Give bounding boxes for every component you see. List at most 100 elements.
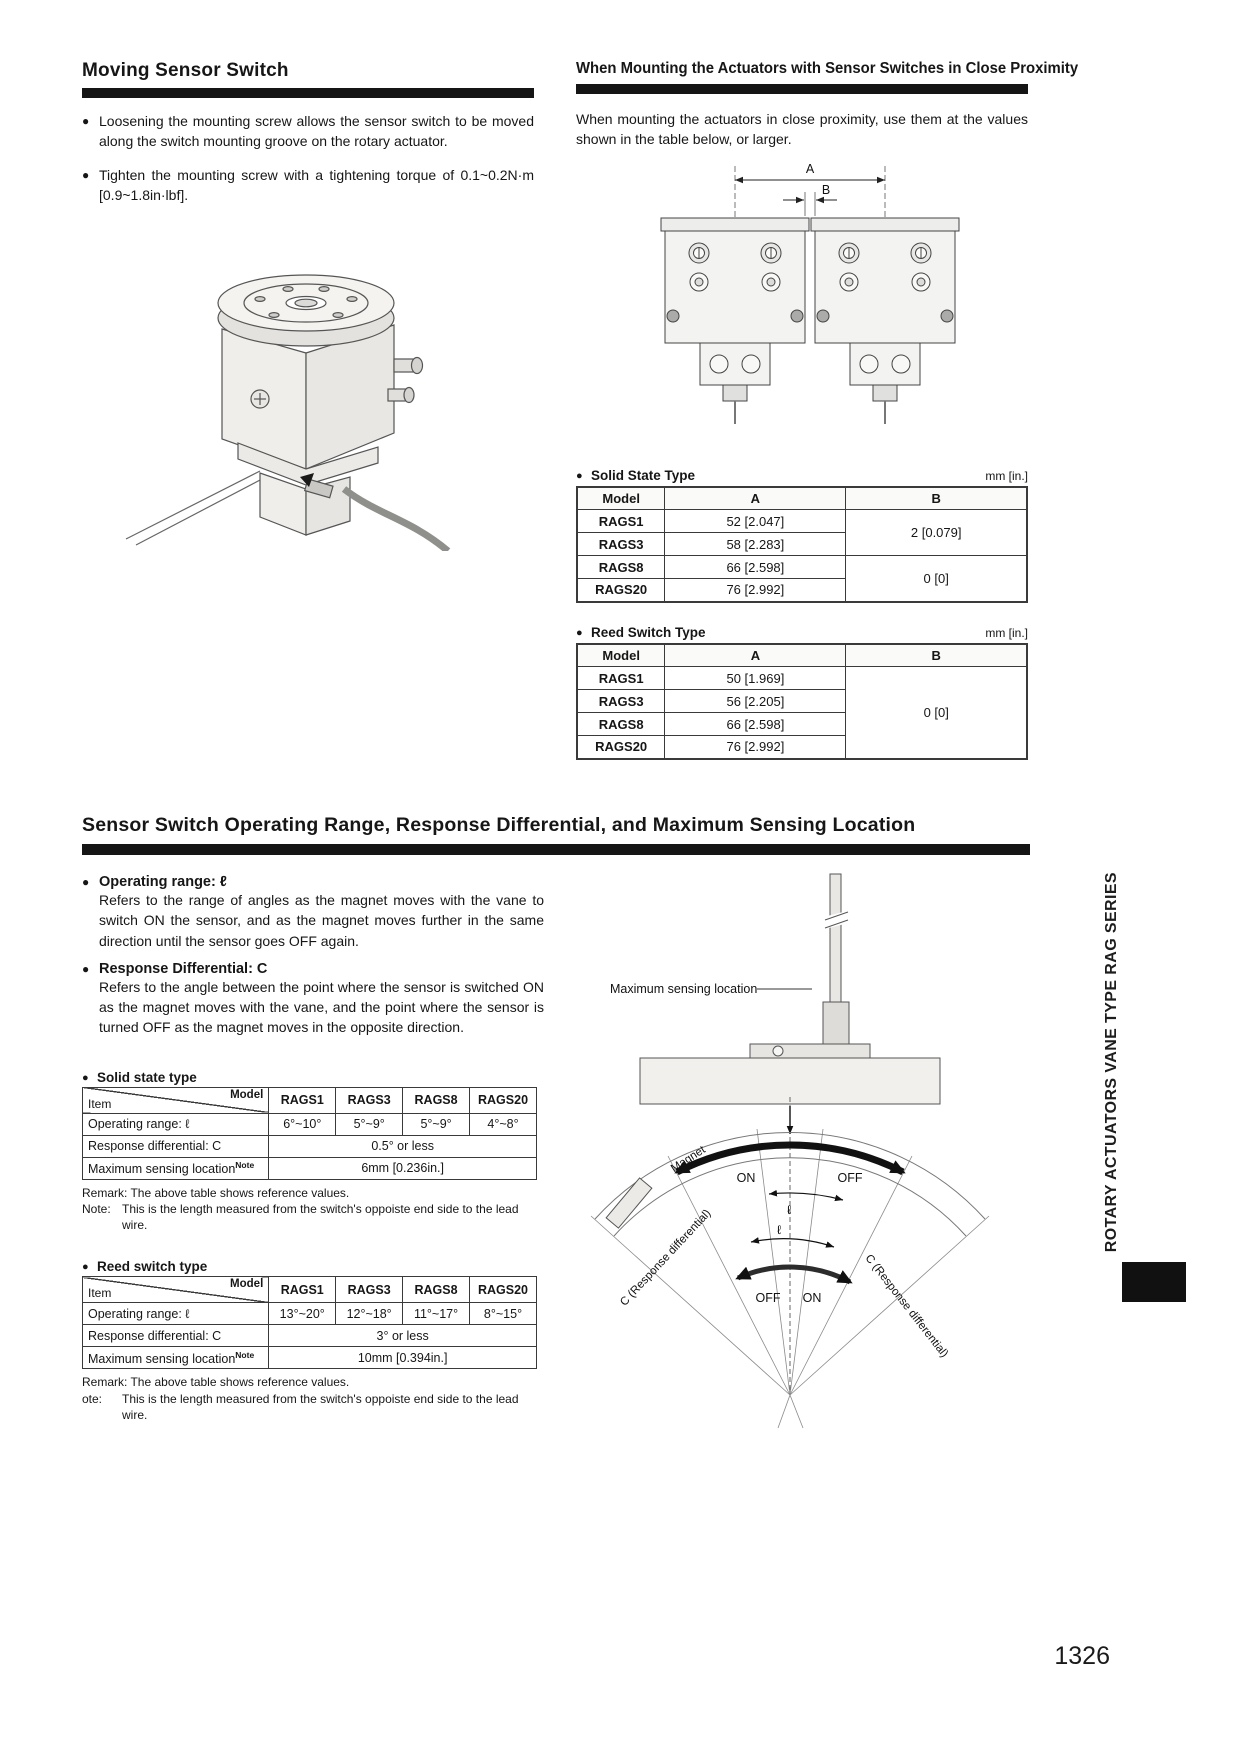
row-label: Response differential: C bbox=[81, 1324, 270, 1348]
col-a: A bbox=[664, 643, 847, 668]
model-col: RAGS8 bbox=[402, 1276, 470, 1304]
moving-sensor-title: Moving Sensor Switch bbox=[82, 60, 289, 81]
model-cell: RAGS3 bbox=[576, 532, 666, 557]
sensing-section-header: Sensor Switch Operating Range, Response … bbox=[82, 814, 1030, 855]
solid-state-table-head: ● Solid State Type mm [in.] bbox=[576, 468, 1028, 483]
table-row: RAGS1 52 [2.047] 2 [0.079] bbox=[576, 509, 1028, 557]
table-row: Maximum sensing locationNote 6mm [0.236i… bbox=[81, 1156, 537, 1180]
note-label: Note: bbox=[82, 1201, 111, 1216]
model-cell: RAGS1 bbox=[576, 509, 666, 534]
operating-range-text: Refers to the range of angles as the mag… bbox=[99, 892, 544, 949]
model-col: RAGS1 bbox=[268, 1086, 337, 1114]
bullet-icon: ● bbox=[82, 167, 90, 182]
reed-table-head: ● Reed Switch Type mm [in.] bbox=[576, 625, 1028, 640]
a-cell: 52 [2.047] bbox=[664, 509, 847, 534]
col-b: B bbox=[845, 643, 1028, 668]
remark-text: Remark: The above table shows reference … bbox=[82, 1185, 350, 1200]
solid-state-type-label: ● Solid State Type bbox=[576, 467, 696, 483]
close-proximity-title: When Mounting the Actuators with Sensor … bbox=[576, 60, 1079, 77]
solid-state-spec-table: Model Item RAGS1 RAGS3 RAGS8 RAGS20 Oper… bbox=[81, 1086, 537, 1180]
on-bottom-label: ON bbox=[803, 1291, 822, 1305]
moving-bullet-2-text: Tighten the mounting screw with a tighte… bbox=[99, 166, 534, 203]
row-label: Operating range: ℓ bbox=[81, 1302, 270, 1326]
a-cell: 50 [1.969] bbox=[664, 666, 847, 691]
table-header-row: Model Item RAGS1 RAGS3 RAGS8 RAGS20 bbox=[81, 1086, 537, 1114]
table-row: RAGS8 66 [2.598] 0 [0] bbox=[576, 555, 1028, 603]
response-differential-head: ● Response Differential: C bbox=[82, 960, 268, 977]
value-cell: 4°~8° bbox=[469, 1112, 537, 1136]
rotary-actuator-illustration bbox=[125, 274, 451, 552]
sensing-location-diagram: Maximum sensing location Magnet ON OFF bbox=[590, 873, 990, 1429]
table-row: Response differential: C 0.5° or less bbox=[81, 1134, 537, 1158]
bullet-icon: ● bbox=[82, 875, 90, 889]
row-label: Maximum sensing locationNote bbox=[81, 1346, 270, 1370]
bullet-icon: ● bbox=[576, 469, 583, 482]
unit-label: mm [in.] bbox=[985, 468, 1028, 483]
note-superscript: Note bbox=[235, 1349, 255, 1360]
model-col: RAGS3 bbox=[335, 1276, 404, 1304]
value-cell: 10mm [0.394in.] bbox=[268, 1346, 537, 1370]
section-tab bbox=[1122, 1262, 1186, 1302]
model-cell: RAGS8 bbox=[576, 712, 666, 737]
solid-state-dimension-table: Model A B RAGS1 52 [2.047] 2 [0.079] RAG… bbox=[576, 485, 1028, 603]
value-cell: 12°~18° bbox=[335, 1302, 404, 1326]
value-cell: 5°~9° bbox=[402, 1112, 471, 1136]
bullet-icon: ● bbox=[82, 1071, 89, 1084]
col-b: B bbox=[845, 486, 1028, 511]
bullet-icon: ● bbox=[82, 114, 90, 128]
note-text: This is the length measured from the swi… bbox=[122, 1391, 519, 1422]
table-row: RAGS1 50 [1.969] 0 [0] bbox=[576, 666, 1028, 760]
sensing-section-title: Sensor Switch Operating Range, Response … bbox=[82, 814, 916, 836]
b-cell: 2 [0.079] bbox=[845, 509, 1028, 557]
heading-rule bbox=[576, 84, 1028, 94]
item-model-header: Model Item bbox=[81, 1276, 270, 1304]
reed-switch-type-label: ● Reed Switch Type bbox=[576, 624, 706, 640]
b-cell: 0 [0] bbox=[845, 666, 1028, 760]
a-cell: 76 [2.992] bbox=[664, 735, 847, 760]
table-row: Operating range: ℓ 13°~20° 12°~18° 11°~1… bbox=[81, 1302, 537, 1326]
table-row: RAGS20 76 [2.992] bbox=[576, 735, 1027, 760]
col-model: Model bbox=[576, 643, 666, 668]
on-top-label: ON bbox=[737, 1171, 756, 1185]
moving-bullet-2: ● Tighten the mounting screw with a tigh… bbox=[82, 165, 534, 206]
series-side-title: ROTARY ACTUATORS VANE TYPE RAG SERIES bbox=[1103, 872, 1120, 1253]
a-cell: 76 [2.992] bbox=[664, 578, 847, 603]
a-cell: 58 [2.283] bbox=[664, 532, 847, 557]
dim-b-label: B bbox=[822, 183, 830, 197]
model-col: RAGS20 bbox=[469, 1276, 537, 1304]
table-row: RAGS8 66 [2.598] bbox=[576, 712, 1027, 737]
table-row: Maximum sensing locationNote 10mm [0.394… bbox=[81, 1346, 537, 1370]
unit-label: mm [in.] bbox=[985, 625, 1028, 640]
item-model-header: Model Item bbox=[81, 1086, 270, 1114]
model-col: RAGS3 bbox=[335, 1086, 404, 1114]
note-text: This is the length measured from the swi… bbox=[122, 1201, 519, 1233]
value-cell: 3° or less bbox=[268, 1324, 537, 1348]
note-line: Note: This is the length measured from t… bbox=[82, 1201, 544, 1233]
heading-rule bbox=[82, 88, 534, 98]
moving-bullet-1: ● Loosening the mounting screw allows th… bbox=[82, 111, 534, 152]
b-cell: 0 [0] bbox=[845, 555, 1028, 603]
page-number: 1326 bbox=[1054, 1642, 1110, 1670]
off-bottom-label: OFF bbox=[756, 1291, 781, 1305]
moving-bullet-1-text: Loosening the mounting screw allows the … bbox=[99, 113, 534, 150]
table-row: Operating range: ℓ 6°~10° 5°~9° 5°~9° 4°… bbox=[81, 1112, 537, 1136]
solid-state-spec-label: ● Solid state type bbox=[82, 1069, 197, 1085]
model-col: RAGS1 bbox=[268, 1276, 337, 1304]
bullet-icon: ● bbox=[82, 961, 90, 976]
note-line: ote: This is the length measured from th… bbox=[82, 1391, 544, 1423]
close-proximity-section: When Mounting the Actuators with Sensor … bbox=[576, 60, 1079, 760]
value-cell: 11°~17° bbox=[402, 1302, 470, 1326]
bullet-icon: ● bbox=[576, 626, 583, 639]
col-model: Model bbox=[576, 486, 666, 511]
table-header-row: Model A B bbox=[576, 486, 1028, 511]
note-superscript: Note bbox=[235, 1160, 255, 1171]
dim-a-label: A bbox=[806, 162, 815, 176]
row-label: Operating range: ℓ bbox=[81, 1112, 270, 1136]
a-cell: 66 [2.598] bbox=[664, 712, 847, 737]
model-cell: RAGS8 bbox=[576, 555, 666, 580]
value-cell: 0.5° or less bbox=[268, 1134, 537, 1158]
heading-rule bbox=[82, 844, 1030, 855]
value-cell: 13°~20° bbox=[268, 1302, 337, 1326]
ell-top-label: ℓ bbox=[787, 1203, 791, 1217]
